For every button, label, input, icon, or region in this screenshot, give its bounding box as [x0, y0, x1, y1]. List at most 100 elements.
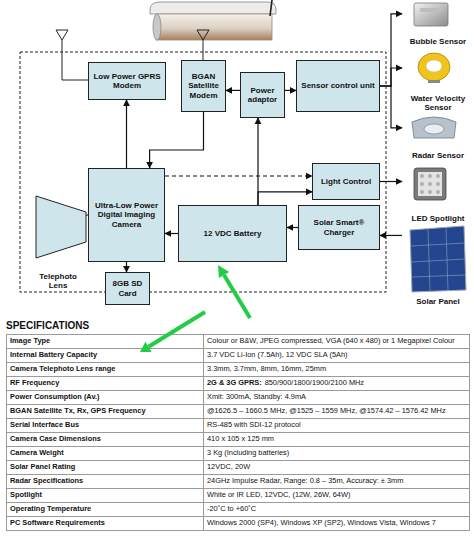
connector-arrow	[380, 181, 402, 182]
led-dot	[436, 190, 440, 194]
radar-sensor-detail	[424, 124, 444, 134]
spotlight-leds	[420, 174, 440, 194]
table-cell: Windows 2000 (SP4), Windows XP (SP2), Wi…	[204, 517, 470, 531]
node-label: Solar Panel	[416, 297, 460, 306]
table-row: Power Consumption (Av.)Xmit: 300mA, Stan…	[7, 391, 470, 405]
led-dot	[420, 190, 424, 194]
grid-line	[411, 243, 465, 246]
grid-line	[411, 259, 465, 262]
solar-panel-node: Solar Panel	[402, 222, 474, 306]
spotlight-face	[418, 172, 442, 196]
table-cell: 3 Kg (Including batteries)	[204, 447, 470, 461]
callout-arrow	[224, 275, 250, 318]
table-cell-text: Camera Case Dimensions	[10, 434, 101, 443]
callout-arrow	[149, 312, 206, 347]
charger-box: Solar Smart® Charger	[298, 205, 380, 250]
callout-arrow-head	[218, 265, 229, 278]
spec-table: Image TypeColour or B&W, JPEG compressed…	[6, 334, 470, 531]
table-cell: Power Consumption (Av.)	[7, 391, 204, 405]
camera-window	[153, 14, 161, 40]
antenna-symbol	[197, 30, 209, 40]
table-row: Operating Temperature -20˚C to +60˚C	[7, 503, 470, 517]
table-cell: BGAN Satellite Tx, Rx, GPS Frequency	[7, 405, 204, 419]
table-cell-text: Camera Weight	[10, 448, 64, 457]
table-cell-text: 2G & 3G GPRS:	[207, 378, 262, 387]
table-cell-text: 410 x 105 x 125 mm	[207, 434, 274, 443]
table-cell: Spotlight	[7, 489, 204, 503]
connector-arrow	[257, 118, 258, 205]
table-row: RF Frequency2G & 3G GPRS:850/900/1800/19…	[7, 377, 470, 391]
table-cell-text: RF Frequency	[10, 378, 59, 387]
table-cell: Operating Temperature	[7, 503, 204, 517]
node-label: Low Power GPRS Modem	[91, 72, 163, 90]
node-label: Water Velocity Sensor	[402, 94, 474, 112]
node-label: 12 VDC Battery	[204, 229, 262, 238]
connector-arrow	[226, 90, 240, 91]
bubble-sensor-detail	[420, 8, 442, 12]
table-cell-text: 12VDC, 20W	[207, 462, 250, 471]
housing-antenna	[270, 0, 272, 16]
table-cell: 410 x 105 x 125 mm	[204, 433, 470, 447]
table-cell: Camera Telephoto Lens range	[7, 363, 204, 377]
lens-shape	[36, 196, 86, 258]
led-dot	[420, 182, 424, 186]
connector-arrow	[380, 14, 402, 86]
table-row: PC Software Requirements Windows 2000 (SP…	[7, 517, 470, 531]
water-sensor-icon	[418, 53, 450, 81]
table-row: Camera Case Dimensions 410 x 105 x 125 mm	[7, 433, 470, 447]
control-box: Light Control	[312, 163, 380, 200]
table-cell: 3.7 VDC Li-Ion (7.5Ah), 12 VDC SLA (5Ah)	[204, 349, 470, 363]
connector-arrow	[285, 90, 296, 91]
table-cell-text: 3 Kg (Including batteries)	[207, 448, 289, 457]
solar-panel-icon	[410, 226, 466, 292]
led-dot	[420, 174, 424, 178]
connector-arrow	[126, 262, 127, 272]
led-dot	[428, 174, 432, 178]
solar-panel-grid	[411, 227, 466, 291]
water-sensor-detail	[426, 60, 442, 72]
table-cell: RF Frequency	[7, 377, 204, 391]
table-cell: Colour or B&W, JPEG compressed, VGA (640…	[204, 335, 470, 349]
table-cell-text: Operating Temperature	[10, 504, 91, 513]
table-row: BGAN Satellite Tx, Rx, GPS Frequency@162…	[7, 405, 470, 419]
table-cell: Serial Interface Bus	[7, 419, 204, 433]
led-dot	[428, 190, 432, 194]
node-label: Radar Sensor	[412, 151, 464, 160]
table-row: Camera Weight 3 Kg (Including batteries)	[7, 447, 470, 461]
bubble-sensor-icon	[414, 3, 448, 26]
node-label: Power adaptor	[243, 86, 282, 104]
table-cell-text: PC Software Requirements	[10, 518, 105, 527]
node-label: Solar Smart® Charger	[301, 218, 377, 236]
camera-sunshade	[150, 2, 276, 14]
table-cell: 24GHz Impulse Radar, Range: 0.8 – 35m, A…	[204, 475, 470, 489]
camera-box: Ultra-Low Power Digital Imaging Camera	[88, 168, 165, 262]
led-dot	[436, 182, 440, 186]
connector-arrow	[258, 192, 312, 205]
table-cell: -20˚C to +60˚C	[204, 503, 470, 517]
grid-line	[412, 275, 466, 277]
connector-arrow	[165, 233, 178, 234]
spotlight-icon	[414, 168, 446, 200]
table-cell-text: Spotlight	[10, 490, 42, 499]
table-cell-text: 3.3mm, 3.7mm, 8mm, 16mm, 25mm	[207, 364, 326, 373]
connector-arrow	[150, 112, 204, 168]
table-row: Camera Telephoto Lens range3.3mm, 3.7mm,…	[7, 363, 470, 377]
table-cell-text: Colour or B&W, JPEG compressed, VGA (640…	[207, 336, 455, 345]
node-label: Light Control	[321, 177, 371, 186]
power-box: Power adaptor	[240, 72, 285, 118]
table-cell-text: Serial Interface Bus	[10, 420, 79, 429]
node-label: Sensor control unit	[301, 81, 374, 90]
table-cell: Solar Panel Rating	[7, 461, 204, 475]
callout-arrow-head	[140, 342, 152, 352]
water-sensor-base	[428, 80, 440, 83]
section-heading: SPECIFICATIONS	[6, 320, 89, 331]
table-cell-text: Internal Battery Capacity	[10, 350, 97, 359]
table-cell: Camera Weight	[7, 447, 204, 461]
table-cell-text: White or IR LED, 12VDC, (12W, 26W, 64W)	[207, 490, 350, 499]
lens-node: Telephoto Lens	[30, 190, 86, 290]
connector-arrow	[380, 68, 402, 86]
connector-arrow	[287, 227, 298, 228]
table-cell-text: 3.7 VDC Li-Ion (7.5Ah), 12 VDC SLA (5Ah)	[207, 350, 348, 359]
table-cell-text: Solar Panel Rating	[10, 462, 75, 471]
modem-box: Low Power GPRS Modem	[88, 62, 166, 100]
